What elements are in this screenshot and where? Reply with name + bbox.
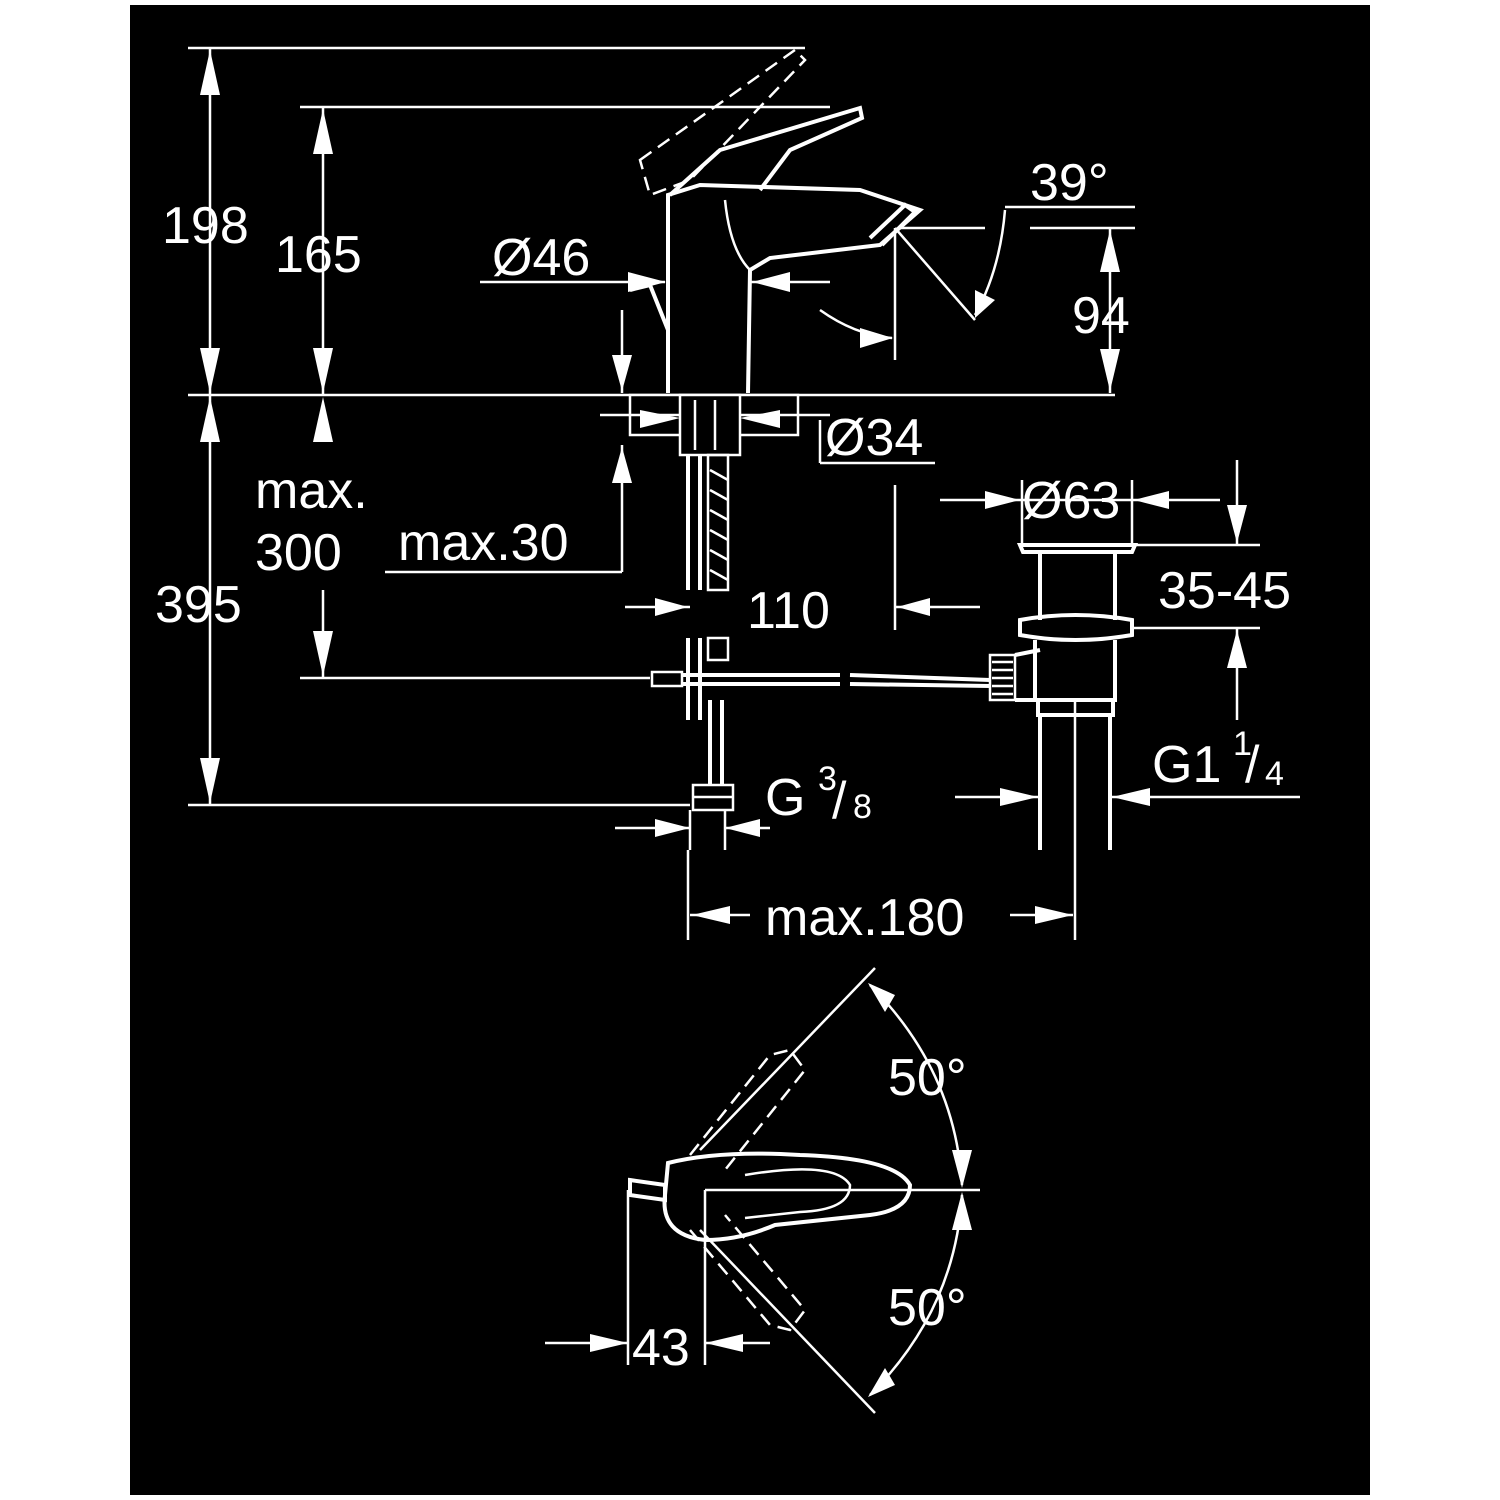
dim-43: 43 — [632, 1319, 690, 1377]
dim-angle-50-bottom: 50° — [888, 1279, 967, 1337]
dim-thread-g1-num: 1 — [1233, 725, 1252, 763]
dim-198: 198 — [162, 197, 249, 255]
dim-35-45: 35-45 — [1158, 562, 1291, 620]
dim-angle-39: 39° — [1030, 154, 1109, 212]
dim-diameter-63: Ø63 — [1022, 472, 1120, 530]
dim-395: 395 — [155, 576, 242, 634]
dim-thread-g1-slash: / — [1245, 736, 1260, 794]
dim-thread-g1: G1 — [1152, 736, 1221, 794]
drawing-frame — [130, 5, 1370, 1495]
dim-angle-50-top: 50° — [888, 1049, 967, 1107]
dim-110: 110 — [747, 582, 830, 640]
dim-diameter-46: Ø46 — [492, 229, 590, 287]
dim-thread-g-num: 3 — [818, 760, 837, 798]
dim-165: 165 — [275, 226, 362, 284]
dimension-lines-right — [385, 205, 1300, 940]
dim-thread-g-slash: / — [832, 772, 847, 830]
dim-300: 300 — [255, 524, 342, 582]
faucet-top-view — [545, 967, 980, 1414]
dim-max-30: max.30 — [398, 514, 569, 572]
dim-thread-g-den: 8 — [853, 788, 872, 826]
dim-diameter-34: Ø34 — [825, 409, 923, 467]
dim-max-label: max. — [255, 462, 368, 520]
dim-thread-g1-den: 4 — [1265, 755, 1284, 793]
dim-94: 94 — [1072, 287, 1130, 345]
dimension-labels: 198 165 Ø46 39° 94 Ø34 max. 300 max.30 3… — [155, 154, 1291, 1377]
dim-thread-g: G — [765, 769, 805, 827]
drain-assembly — [988, 543, 1139, 940]
dim-max-180: max.180 — [765, 889, 964, 947]
